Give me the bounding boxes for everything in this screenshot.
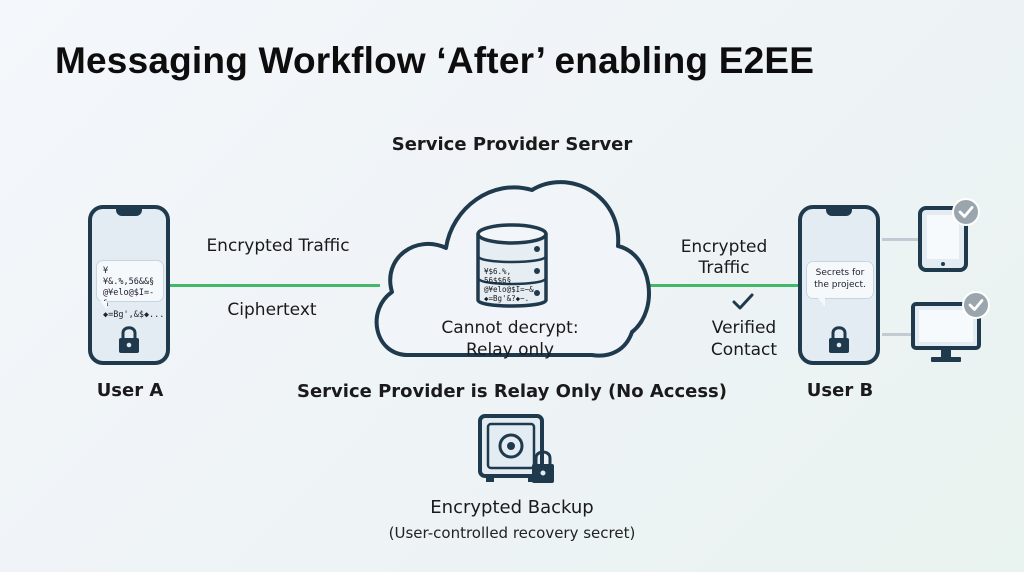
user-b-bubble-tail: [818, 298, 825, 307]
monitor-link: [882, 333, 914, 336]
user-a-bubble-tail: [100, 301, 107, 310]
user-a-message-bubble: ¥¥&.%,56&&§ @¥elo@$I=-& ◆=Bg',&$◆...: [96, 260, 164, 320]
lock-icon: [829, 326, 849, 353]
database-ciphertext: ¥$6.%, 56$$6§ @¥elo@$I=~& ◆=Bg'&?◆~.: [484, 267, 534, 303]
database-icon: [476, 223, 548, 308]
tablet-icon: [918, 198, 980, 272]
user-b-message-bubble: Secrets for the project.: [806, 261, 874, 299]
left-link-bottom-label: Ciphertext: [227, 300, 317, 320]
user-b-label: User B: [806, 380, 874, 401]
backup-title: Encrypted Backup: [430, 497, 594, 518]
checkmark-icon: [732, 293, 754, 310]
relay-caption: Service Provider is Relay Only (No Acces…: [297, 381, 727, 402]
page-title: Messaging Workflow ‘After’ enabling E2EE: [55, 40, 815, 81]
left-link-top-label: Encrypted Traffic: [206, 236, 350, 256]
phone-notch: [116, 209, 142, 216]
backup-subtitle: (User-controlled recovery secret): [388, 524, 636, 542]
verified-label-line1: Verified: [711, 318, 777, 338]
right-link-top-label-line1: Encrypted: [680, 237, 768, 257]
lock-icon: [119, 326, 139, 353]
safe-icon: [478, 414, 554, 483]
right-link-top-label-line2: Traffic: [698, 258, 750, 278]
left-encrypted-link: [170, 284, 380, 287]
server-label: Service Provider Server: [391, 134, 633, 155]
tablet-link: [882, 238, 920, 241]
monitor-icon: [911, 291, 990, 362]
server-status-line2: Relay only: [465, 340, 555, 360]
verified-label-line2: Contact: [710, 340, 778, 360]
user-a-label: User A: [96, 380, 164, 401]
phone-notch: [826, 209, 852, 216]
server-status-line1: Cannot decrypt:: [441, 318, 579, 338]
right-encrypted-link: [650, 284, 800, 287]
